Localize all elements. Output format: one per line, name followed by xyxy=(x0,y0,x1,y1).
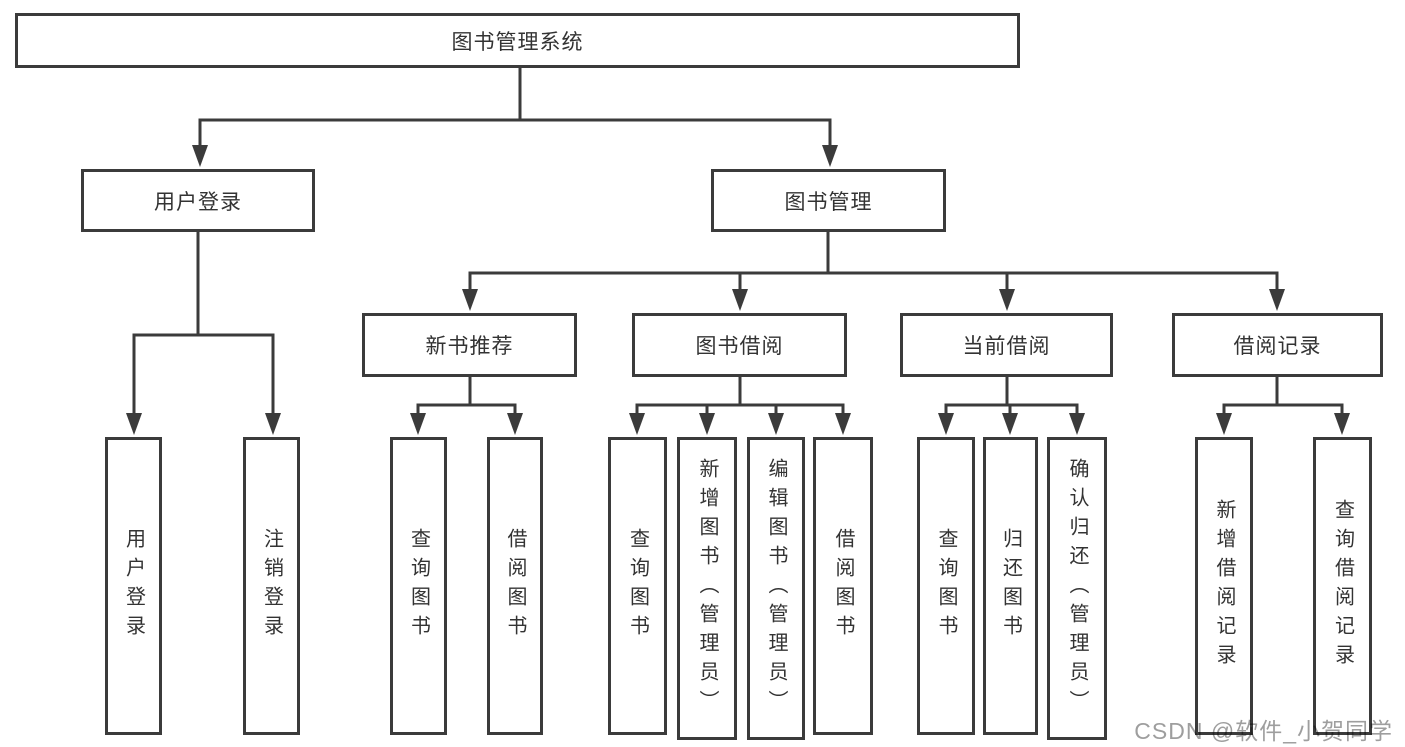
leaf-confirm-return-admin: 确认归还（管理员） xyxy=(1047,437,1107,740)
csdn-watermark: CSDN @软件_小贺同学 xyxy=(1134,718,1393,744)
node-root-library-system: 图书管理系统 xyxy=(15,13,1020,68)
leaf-return-books: 归还图书 xyxy=(983,437,1038,735)
node-label: 借阅图书 xyxy=(504,528,526,644)
node-label: 图书管理 xyxy=(784,190,873,214)
node-current-borrowing: 当前借阅 xyxy=(900,313,1113,377)
leaf-query-books-current: 查询图书 xyxy=(917,437,975,735)
node-label: 用户登录 xyxy=(154,190,242,214)
leaf-add-book-admin: 新增图书（管理员） xyxy=(677,437,737,740)
node-label: 新增借阅记录 xyxy=(1213,499,1235,673)
node-label: 确认归还（管理员） xyxy=(1066,458,1088,719)
node-label: 新书推荐 xyxy=(425,335,514,358)
node-borrowing-records: 借阅记录 xyxy=(1172,313,1383,377)
leaf-user-login: 用户登录 xyxy=(105,437,162,735)
node-label: 查询图书 xyxy=(407,528,430,644)
node-label: 用户登录 xyxy=(122,528,145,644)
node-book-borrowing: 图书借阅 xyxy=(632,313,847,377)
node-user-login: 用户登录 xyxy=(81,169,315,232)
node-label: 编辑图书（管理员） xyxy=(765,458,787,719)
leaf-query-books-borrowing: 查询图书 xyxy=(608,437,667,735)
leaf-query-books-recommend: 查询图书 xyxy=(390,437,447,735)
leaf-add-borrow-record: 新增借阅记录 xyxy=(1195,437,1253,735)
node-label: 借阅图书 xyxy=(832,528,854,644)
leaf-query-borrow-record: 查询借阅记录 xyxy=(1313,437,1372,735)
node-new-book-recommend: 新书推荐 xyxy=(362,313,577,377)
leaf-edit-book-admin: 编辑图书（管理员） xyxy=(747,437,805,740)
node-label: 查询图书 xyxy=(626,528,649,644)
node-label: 新增图书（管理员） xyxy=(696,458,718,719)
node-label: 图书管理系统 xyxy=(451,30,584,54)
node-label: 当前借阅 xyxy=(962,335,1051,358)
node-label: 查询图书 xyxy=(935,528,957,644)
leaf-logout: 注销登录 xyxy=(243,437,300,735)
node-label: 借阅记录 xyxy=(1233,335,1322,358)
leaf-borrow-books-recommend: 借阅图书 xyxy=(487,437,543,735)
leaf-borrow-books-borrowing: 借阅图书 xyxy=(813,437,873,735)
node-label: 查询借阅记录 xyxy=(1331,499,1354,673)
node-book-management: 图书管理 xyxy=(711,169,946,232)
node-label: 图书借阅 xyxy=(695,335,784,358)
node-label: 注销登录 xyxy=(260,528,283,644)
node-label: 归还图书 xyxy=(999,528,1022,644)
